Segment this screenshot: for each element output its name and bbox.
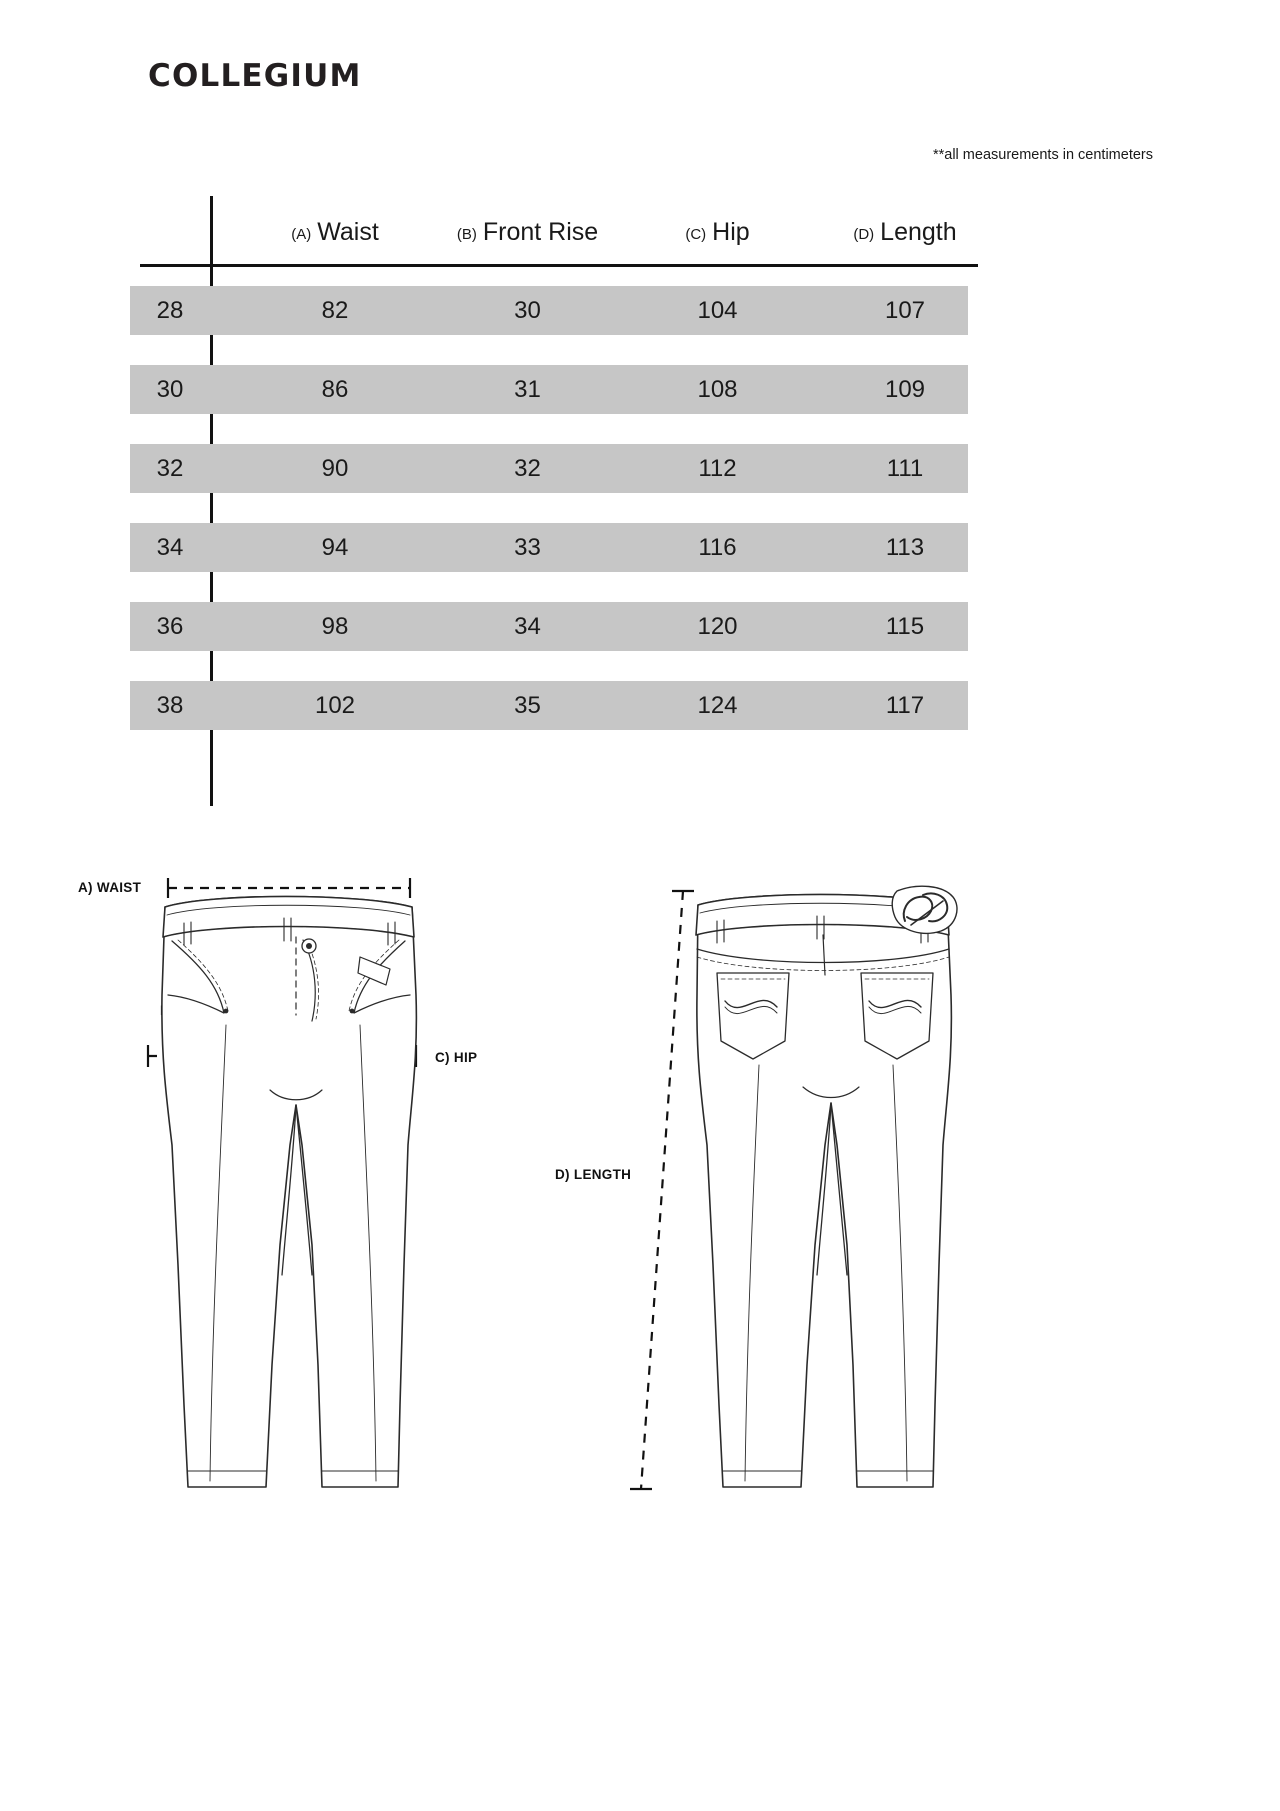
column-header-waist: (A) Waist [240,202,430,262]
column-header-hip: (C) Hip [625,202,810,262]
cell-hip: 120 [697,612,738,640]
cell-hip: 104 [697,296,738,324]
waist-dimension-line [166,878,412,898]
cell-waist: 94 [321,533,349,561]
cell-front-rise: 35 [514,691,541,719]
cell-front-rise: 33 [514,533,541,561]
cell-hip: 116 [698,533,737,561]
column-tag-a: (A) [291,225,312,243]
column-header-front-rise: (B) Front Rise [430,202,625,262]
table-row: 36 98 34 120 115 [130,602,968,651]
front-view-diagram: A) WAIST B) FRONT RISE C) HIP [78,878,477,1488]
cell-length: 109 [884,375,926,403]
column-label-hip: Hip [712,217,750,246]
table-header-rule [140,264,978,267]
units-note: **all measurements in centimeters [932,147,1153,163]
cell-size: 32 [156,454,184,482]
label-waist: A) WAIST [78,880,142,895]
cell-size: 34 [156,533,184,561]
cell-front-rise: 31 [514,375,541,403]
length-dimension-line [630,889,694,1491]
cell-size: 36 [156,612,184,640]
label-hip: C) HIP [435,1050,477,1065]
brand-emblem-icon [891,885,958,935]
cell-front-rise: 30 [514,296,541,324]
cell-length: 113 [885,533,925,561]
table-body: 28 82 30 104 107 30 86 31 108 109 32 90 32 112 111 34 94… [130,286,968,760]
cell-front-rise: 32 [514,454,541,482]
column-header-length: (D) Length [810,202,1000,262]
cell-hip: 108 [697,375,738,403]
back-view-diagram: D) LENGTH [555,885,958,1491]
cell-length: 111 [886,454,924,482]
column-header-size [130,202,210,262]
cell-waist: 102 [314,691,356,719]
size-chart-table: (A) Waist (B) Front Rise (C) Hip (D) Len… [130,196,1150,806]
cell-hip: 112 [698,454,737,482]
jeans-back-illustration [695,885,958,1488]
table-row: 28 82 30 104 107 [130,286,968,335]
cell-size: 38 [156,691,184,719]
cell-waist: 86 [321,375,349,403]
cell-waist: 98 [321,612,349,640]
brand-wordmark: COLLEGIUM [148,58,362,94]
cell-waist: 90 [321,454,349,482]
jeans-front-illustration [161,895,418,1488]
cell-length: 107 [884,296,926,324]
cell-size: 28 [156,296,184,324]
table-row: 32 90 32 112 111 [130,444,968,493]
cell-waist: 82 [321,296,349,324]
garment-diagrams: A) WAIST B) FRONT RISE C) HIP [0,845,1280,1505]
column-tag-b: (B) [456,225,477,243]
column-label-waist: Waist [317,217,379,246]
cell-front-rise: 34 [514,612,541,640]
table-row: 38 102 35 124 117 [130,681,968,730]
cell-length: 115 [885,612,925,640]
size-column-divider [210,196,213,806]
table-row: 30 86 31 108 109 [130,365,968,414]
table-header-row: (A) Waist (B) Front Rise (C) Hip (D) Len… [130,202,968,262]
cell-size: 30 [156,375,184,403]
cell-hip: 124 [697,691,738,719]
column-label-length: Length [880,217,957,246]
cell-length: 117 [885,691,925,719]
table-row: 34 94 33 116 113 [130,523,968,572]
column-tag-d: (D) [853,225,875,243]
label-length: D) LENGTH [555,1167,631,1182]
column-label-front-rise: Front Rise [482,217,599,246]
column-tag-c: (C) [685,225,707,243]
